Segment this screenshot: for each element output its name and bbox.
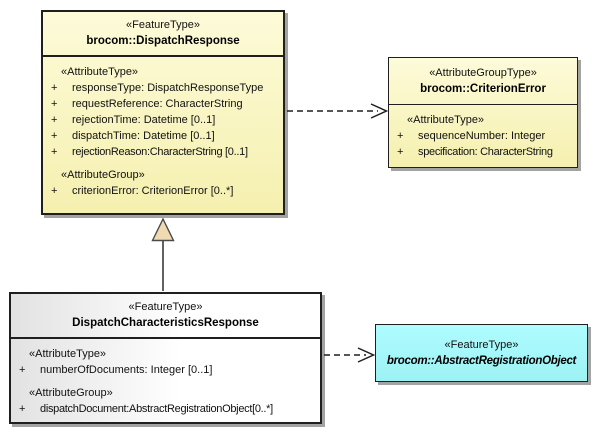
class-name: brocom::CriterionError [420,82,546,95]
attribute-row: + dispatchTime: Datetime [0..1] [43,128,283,144]
class-title-compartment: «FeatureType» DispatchCharacteristicsRes… [11,294,320,339]
class-name: DispatchCharacteristicsResponse [72,317,259,329]
visibility: + [51,114,58,126]
section-header: «AttributeType» [29,348,107,360]
class-attribute-compartment: «AttributeType» + responseType: Dispatch… [43,57,283,199]
class-attribute-compartment: «AttributeType» + sequenceNumber: Intege… [389,105,577,160]
class-criterion-error[interactable]: «AttributeGroupType» brocom::CriterionEr… [388,57,578,168]
attribute-text: rejectionReason:CharacterString [0..1] [72,146,248,158]
attribute-text: dispatchTime: Datetime [0..1] [72,130,215,142]
class-title-compartment: «FeatureType» brocom::DispatchResponse [43,12,283,57]
class-stereotype: «AttributeGroupType» [429,66,537,79]
attribute-text: requestReference: CharacterString [72,98,243,110]
attribute-text: criterionError: CriterionError [0..*] [72,185,234,197]
attribute-text: dispatchDocument:AbstractRegistrationObj… [40,403,273,415]
class-name: brocom::AbstractRegistrationObject [386,354,577,367]
visibility: + [19,364,26,376]
visibility: + [51,98,58,110]
attribute-row: + specification: CharacterString [389,144,577,160]
attribute-row: + criterionError: CriterionError [0..*] [43,183,283,199]
attribute-row: + rejectionReason:CharacterString [0..1] [43,144,283,160]
section-header: «AttributeGroup» [29,387,113,399]
visibility: + [19,403,26,415]
visibility: + [51,185,58,197]
class-stereotype: «FeatureType» [126,19,200,31]
visibility: + [397,146,404,158]
section-header: «AttributeType» [407,114,485,126]
attribute-text: responseType: DispatchResponseType [72,82,264,94]
visibility: + [397,130,404,142]
visibility: + [51,130,58,142]
generalization-arrow[interactable] [151,217,175,291]
attribute-row: + rejectionTime: Datetime [0..1] [43,112,283,128]
class-dispatch-response[interactable]: «FeatureType» brocom::DispatchResponse «… [41,10,285,215]
visibility: + [51,146,58,158]
attribute-row: + sequenceNumber: Integer [389,128,577,144]
class-title-compartment: «FeatureType» brocom::AbstractRegistrati… [376,325,587,381]
class-name: brocom::DispatchResponse [86,35,240,47]
visibility: + [51,82,58,94]
class-stereotype: «FeatureType» [128,301,203,313]
class-dispatch-characteristics-response[interactable]: «FeatureType» DispatchCharacteristicsRes… [9,292,322,424]
attribute-row: + dispatchDocument:AbstractRegistrationO… [11,401,320,417]
dependency-arrow-abstract-registration-object[interactable] [324,347,376,363]
class-stereotype: «FeatureType» [444,338,519,351]
section-header: «AttributeType» [61,66,139,78]
attribute-text: sequenceNumber: Integer [418,130,546,142]
attribute-text: rejectionTime: Datetime [0..1] [72,114,216,126]
dependency-arrow-criterion-error[interactable] [287,103,389,119]
attribute-row: + requestReference: CharacterString [43,96,283,112]
class-abstract-registration-object[interactable]: «FeatureType» brocom::AbstractRegistrati… [375,324,588,382]
section-header: «AttributeGroup» [61,169,145,181]
class-title-compartment: «AttributeGroupType» brocom::CriterionEr… [389,58,577,105]
attribute-text: numberOfDocuments: Integer [0..1] [40,364,213,376]
attribute-row: + numberOfDocuments: Integer [0..1] [11,362,320,378]
class-attribute-compartment: «AttributeType» + numberOfDocuments: Int… [11,339,320,417]
attribute-text: specification: CharacterString [418,146,553,158]
attribute-row: + responseType: DispatchResponseType [43,80,283,96]
